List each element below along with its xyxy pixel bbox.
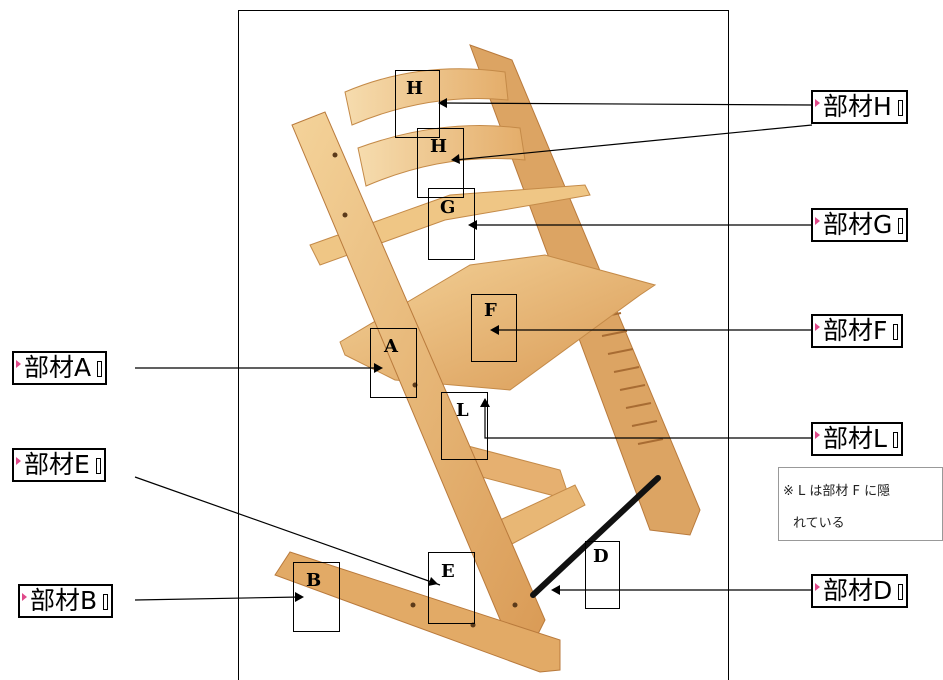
part-letter-g: G [440, 197, 455, 218]
label-part-h: 部材H [811, 90, 908, 124]
label-part-e: 部材E [12, 448, 106, 482]
label-part-d: 部材D [811, 574, 908, 608]
part-letter-l: L [456, 400, 469, 421]
part-letter-b: B [306, 570, 321, 591]
label-part-g: 部材G [811, 208, 908, 242]
note-line-1: ※ L は部材 F に隠 [783, 480, 890, 499]
part-letter-d: D [593, 546, 609, 567]
part-letter-e: E [441, 561, 455, 582]
part-letter-a: A [384, 336, 398, 357]
label-part-f: 部材F [811, 314, 903, 348]
part-letter-h2: H [430, 136, 447, 157]
part-letter-f: F [484, 300, 497, 321]
label-part-b: 部材B [18, 584, 113, 618]
lower-brace [500, 485, 585, 545]
label-part-l: 部材L [811, 422, 903, 456]
note-line-2: れている [793, 512, 845, 531]
label-part-a: 部材A [12, 351, 107, 385]
note-box: ※ L は部材 F に隠 れている [778, 467, 943, 541]
part-letter-h1: H [406, 78, 423, 99]
